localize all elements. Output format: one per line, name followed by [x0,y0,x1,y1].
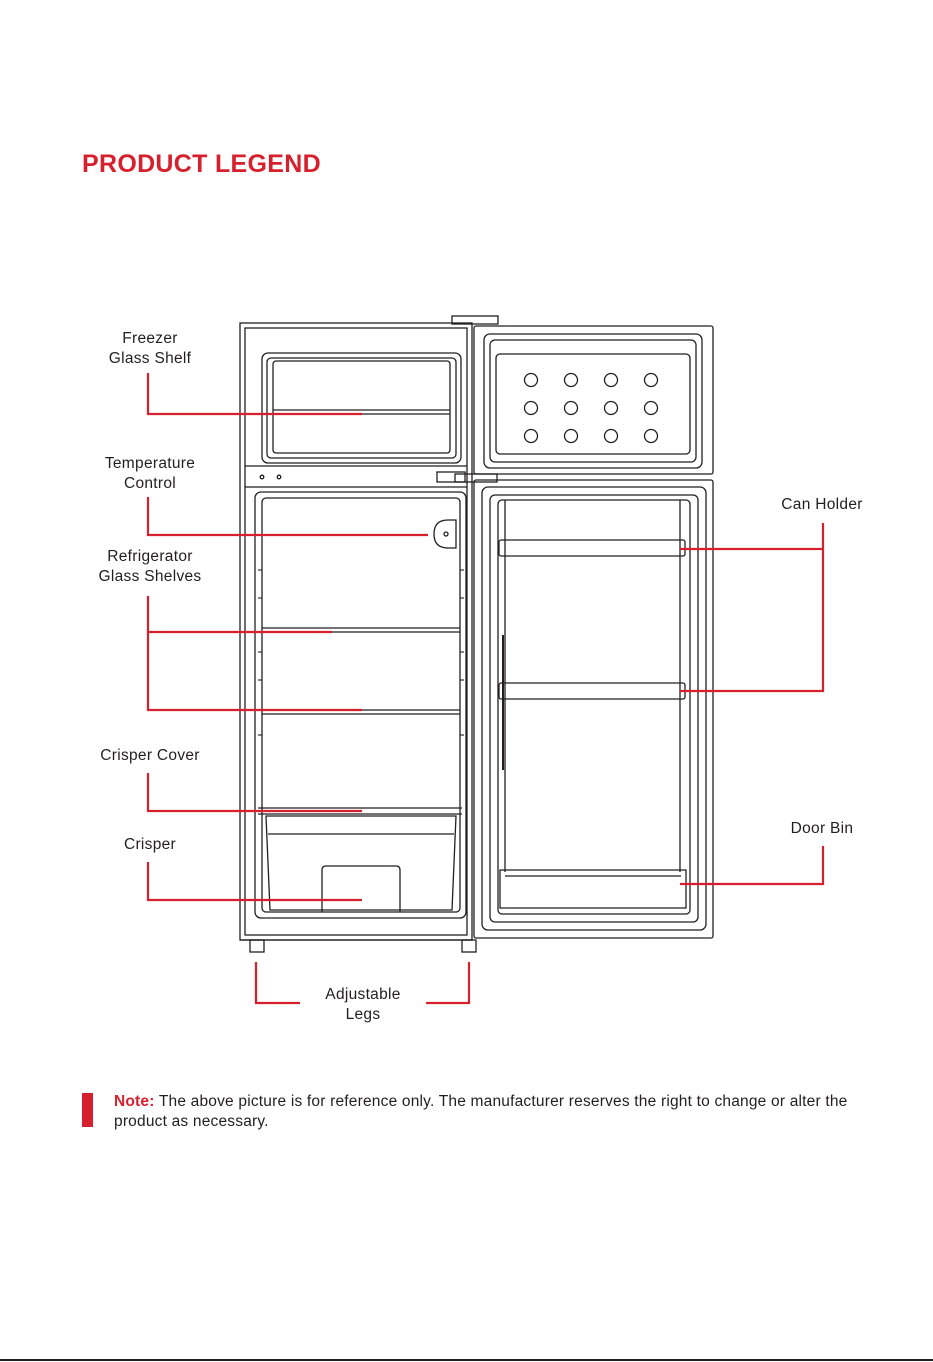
label-refrigerator-glass-shelves: Refrigerator Glass Shelves [99,547,202,586]
note-accent-bar [82,1093,93,1127]
freezer-door-dimples [525,374,658,443]
label-temperature-control: Temperature Control [105,454,195,493]
callout-adjustable-legs-right [426,962,469,1003]
label-can-holder: Can Holder [781,495,862,515]
label-crisper-cover: Crisper Cover [100,746,200,766]
bottom-rule [0,1359,933,1361]
label-adjustable-legs: Adjustable Legs [325,985,400,1024]
refrigerator-line-art [240,316,713,952]
callout-adjustable-legs-left [256,962,300,1003]
note-text: The above picture is for reference only.… [114,1093,848,1130]
callout-temperature-control [148,497,428,535]
label-crisper: Crisper [124,835,176,855]
callout-can-holder [680,549,823,691]
label-door-bin: Door Bin [791,819,854,839]
label-freezer-glass-shelf: Freezer Glass Shelf [109,329,192,368]
callout-door-bin [680,846,823,884]
note-label: Note: [114,1093,155,1110]
callout-freezer-glass-shelf [148,373,362,414]
note-paragraph: Note: The above picture is for reference… [114,1092,884,1131]
